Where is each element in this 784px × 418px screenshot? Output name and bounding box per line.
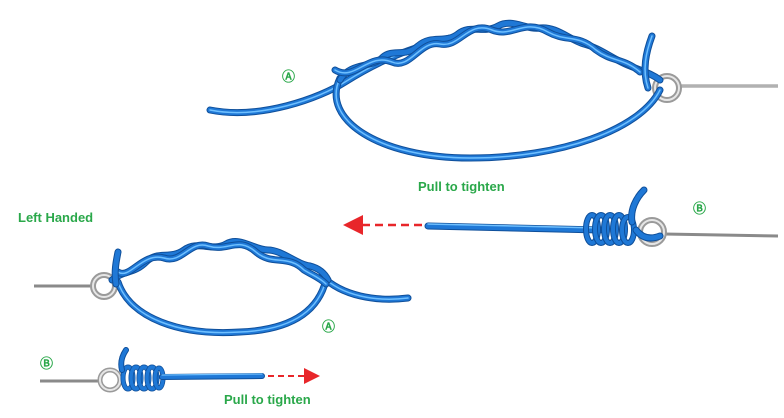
knot-step-a-right-handed: Ⓐ [206,19,778,162]
pull-to-tighten-label-top: Pull to tighten [418,179,505,194]
step-a-badge-top: Ⓐ [282,69,295,84]
step-b-label-bottom: Ⓑ [40,356,53,371]
step-a-label-top: Ⓐ [282,69,295,84]
step-b-label-right: Ⓑ [693,201,706,216]
knot-coils-left [120,364,166,392]
knot-step-b-right-handed: Ⓑ [343,186,779,247]
left-handed-heading: Left Handed [18,210,93,225]
step-a-label-bottom: Ⓐ [322,319,335,334]
knot-step-b-left-handed: Ⓑ [40,347,320,393]
knot-step-a-left-handed: Ⓐ [34,238,412,337]
pull-to-tighten-label-bottom: Pull to tighten [224,392,311,407]
knot-coils [583,212,637,246]
fishing-line-loop-left [114,276,330,337]
hook-wire-b [663,232,779,238]
